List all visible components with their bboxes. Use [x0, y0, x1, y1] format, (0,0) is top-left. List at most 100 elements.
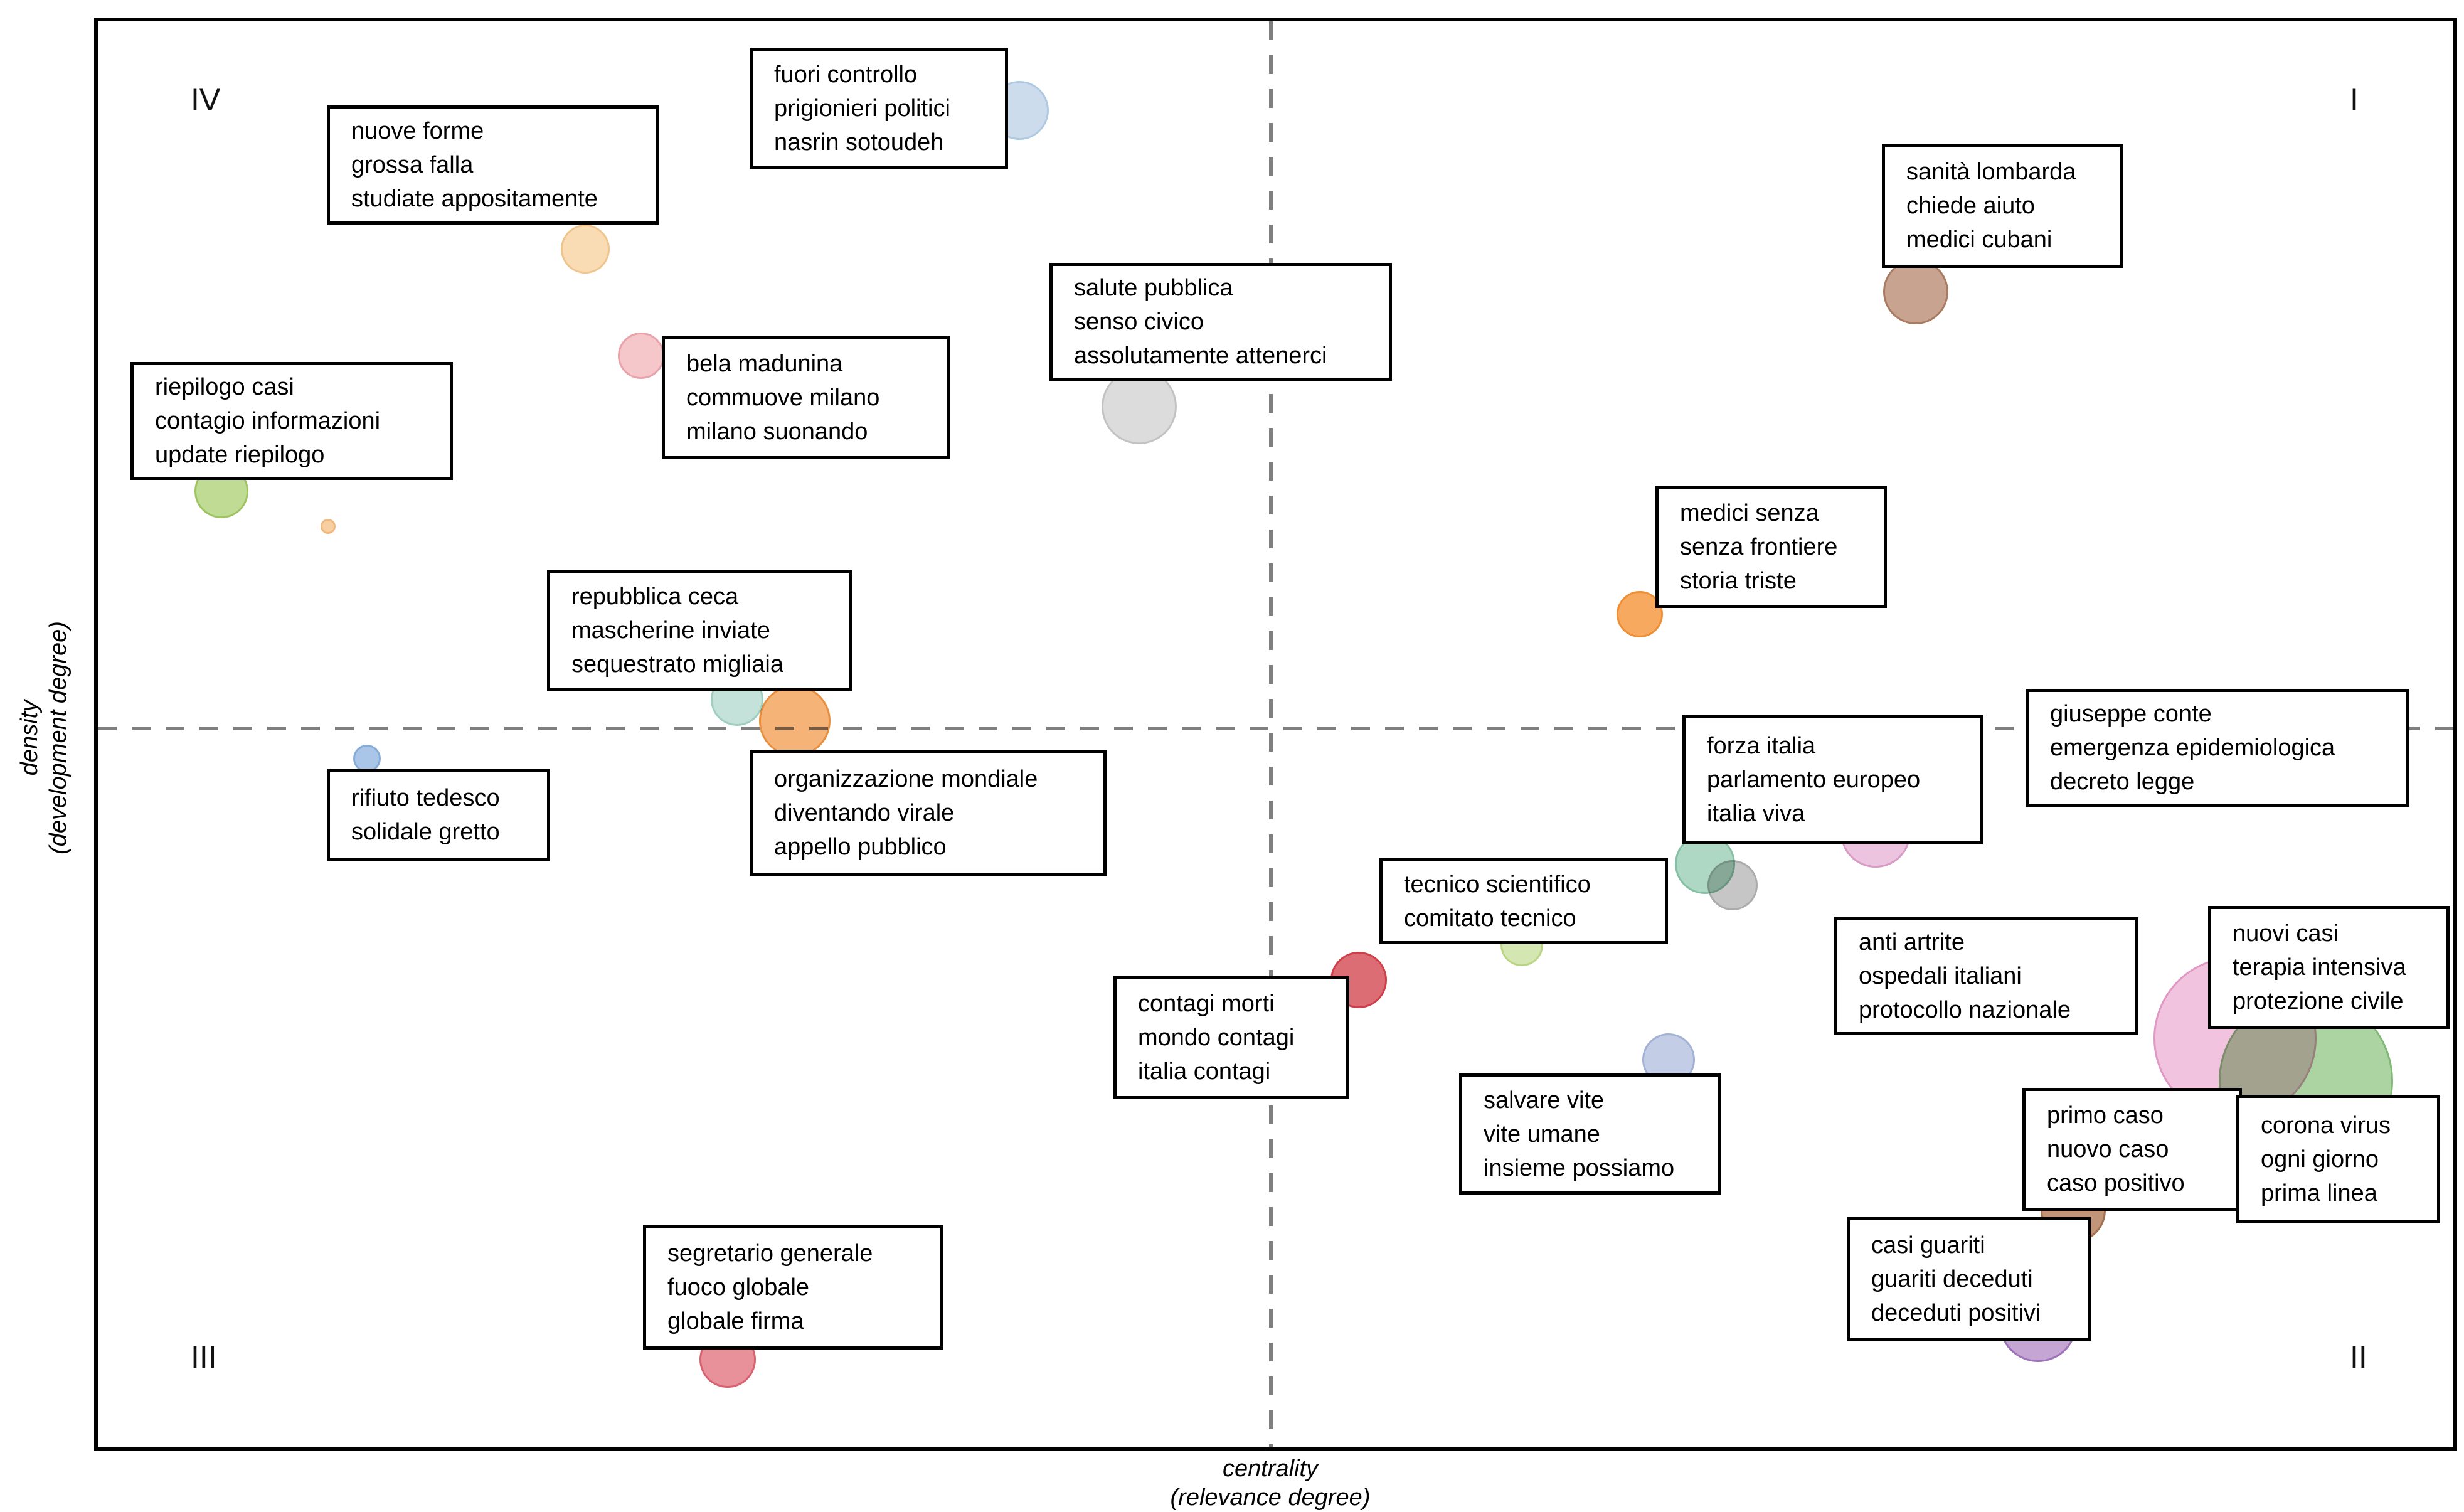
topic-keyword: anti artrite — [1859, 929, 1965, 956]
topic-keyword: contagi morti — [1138, 991, 1275, 1017]
topic-keyword: senza frontiere — [1680, 534, 1838, 560]
topic-keyword: studiate appositamente — [351, 186, 598, 212]
x-axis-label-line1: centrality — [1222, 1456, 1319, 1482]
label-layer: nuove forme grossa falla studiate apposita… — [98, 21, 2453, 1447]
topic-keyword: vite umane — [1484, 1121, 1600, 1147]
y-axis-label-line1: density — [16, 700, 43, 776]
quadrant-label-iv: IV — [191, 82, 221, 117]
small-bubble-0 — [321, 519, 336, 534]
topic-label-box-tecnico-scientifico: tecnico scientifico comitato tecnico — [1379, 858, 1668, 944]
quadrant-label-iii: III — [191, 1339, 217, 1375]
topic-keyword: italia viva — [1707, 800, 1805, 827]
topic-keyword: prima linea — [2261, 1179, 2377, 1206]
topic-label-box-bela-madunina: bela madunina commuove milano milano suona… — [662, 336, 950, 459]
y-axis-label-line2: (development degree) — [45, 621, 72, 854]
topic-bubble-organizzazione-mondiale — [759, 685, 831, 757]
topic-label-box-medici-senza: medici senza senza frontiere storia triste — [1655, 486, 1887, 608]
topic-keyword: medici cubani — [1906, 226, 2052, 253]
topic-label-box-forza-italia: forza italia parlamento europeo italia viv… — [1682, 715, 1983, 844]
x-axis-label: centrality (relevance degree) — [1019, 1454, 1521, 1512]
topic-label-box-fuori-controllo: fuori controllo prigionieri politici nasri… — [750, 48, 1008, 169]
topic-keyword: mondo contagi — [1138, 1025, 1295, 1051]
topic-label-box-nuovi-casi: nuovi casi terapia intensiva protezione ci… — [2208, 906, 2450, 1029]
topic-keyword: solidale gretto — [351, 819, 500, 845]
topic-keyword: nasrin sotoudeh — [774, 129, 944, 156]
topic-keyword: ogni giorno — [2261, 1146, 2379, 1173]
quadrant-label-ii: II — [2350, 1339, 2367, 1375]
topic-keyword: nuove forme — [351, 118, 484, 144]
topic-keyword: deceduti positivi — [1871, 1300, 2041, 1326]
plot-area: nuove forme grossa falla studiate apposita… — [94, 18, 2457, 1451]
topic-label-box-segretario-generale: segretario generale fuoco globale globale … — [643, 1225, 943, 1350]
topic-keyword: terapia intensiva — [2233, 954, 2406, 981]
topic-keyword: chiede aiuto — [1906, 193, 2035, 219]
topic-keyword: bela madunina — [686, 351, 843, 377]
topic-keyword: casi guariti — [1871, 1232, 1985, 1259]
topic-keyword: rifiuto tedesco — [351, 785, 500, 811]
topic-bubble-forza-italia-secondary — [1707, 860, 1758, 910]
topic-keyword: guariti deceduti — [1871, 1266, 2033, 1292]
topic-keyword: sequestrato migliaia — [571, 651, 783, 678]
topic-label-box-organizzazione-mondiale: organizzazione mondiale diventando virale… — [750, 750, 1107, 876]
x-axis-label-line2: (relevance degree) — [1170, 1484, 1371, 1511]
topic-keyword: assolutamente attenerci — [1074, 343, 1327, 369]
topic-keyword: caso positivo — [2047, 1170, 2185, 1196]
topic-keyword: diventando virale — [774, 799, 955, 826]
topic-keyword: nuovi casi — [2233, 920, 2339, 947]
topic-keyword: organizzazione mondiale — [774, 765, 1038, 792]
topic-bubble-medici-senza — [1617, 591, 1663, 637]
topic-keyword: protezione civile — [2233, 988, 2404, 1014]
topic-keyword: tecnico scientifico — [1404, 871, 1591, 898]
topic-keyword: commuove milano — [686, 385, 880, 411]
topic-keyword: prigionieri politici — [774, 95, 950, 122]
topic-keyword: milano suonando — [686, 418, 868, 445]
topic-keyword: primo caso — [2047, 1102, 2164, 1129]
topic-keyword: insieme possiamo — [1484, 1154, 1675, 1181]
topic-keyword: italia contagi — [1138, 1058, 1271, 1085]
topic-keyword: mascherine inviate — [571, 617, 770, 644]
topic-keyword: protocollo nazionale — [1859, 997, 2071, 1023]
topic-keyword: update riepilogo — [155, 442, 325, 468]
topic-bubble-bela-madunina — [618, 333, 664, 379]
horizontal-median-dashed-line — [98, 727, 2453, 730]
topic-keyword: riepilogo casi — [155, 374, 294, 400]
topic-keyword: nuovo caso — [2047, 1136, 2169, 1163]
topic-keyword: parlamento europeo — [1707, 766, 1921, 793]
topic-keyword: giuseppe conte — [2050, 701, 2212, 727]
quadrant-label-i: I — [2350, 82, 2359, 117]
topic-label-box-corona-virus: corona virus ogni giorno prima linea — [2236, 1095, 2440, 1223]
topic-keyword: repubblica ceca — [571, 583, 739, 610]
topic-keyword: forza italia — [1707, 732, 1816, 759]
topic-keyword: salute pubblica — [1074, 275, 1233, 301]
topic-label-box-giuseppe-conte: giuseppe conte emergenza epidemiologica de… — [2026, 689, 2409, 807]
vertical-median-dashed-line — [1269, 21, 1273, 1447]
topic-keyword: ospedali italiani — [1859, 963, 2022, 989]
topic-keyword: salvare vite — [1484, 1087, 1605, 1114]
topic-label-box-repubblica-ceca: repubblica ceca mascherine inviate sequest… — [547, 570, 852, 691]
topic-label-box-rifiuto-tedesco: rifiuto tedesco solidale gretto — [327, 769, 550, 861]
topic-keyword: sanità lombarda — [1906, 159, 2076, 185]
topic-keyword: fuoco globale — [667, 1274, 810, 1301]
topic-label-box-riepilogo-casi: riepilogo casi contagio informazioni updat… — [130, 362, 453, 480]
topic-keyword: storia triste — [1680, 568, 1797, 594]
topic-keyword: decreto legge — [2050, 769, 2195, 795]
topic-label-box-nuove-forme: nuove forme grossa falla studiate apposita… — [327, 105, 659, 225]
topic-keyword: appello pubblico — [774, 833, 947, 860]
topic-keyword: grossa falla — [351, 152, 474, 178]
topic-keyword: medici senza — [1680, 500, 1819, 526]
topic-keyword: segretario generale — [667, 1240, 873, 1267]
topic-label-box-primo-caso: primo caso nuovo caso caso positivo — [2022, 1088, 2242, 1211]
topic-keyword: corona virus — [2261, 1112, 2391, 1139]
topic-keyword: emergenza epidemiologica — [2050, 735, 2335, 761]
topic-label-box-casi-guariti: casi guariti guariti deceduti deceduti pos… — [1847, 1217, 2091, 1341]
topic-label-box-contagi-morti: contagi morti mondo contagi italia contagi — [1113, 976, 1349, 1099]
topic-keyword: globale firma — [667, 1308, 804, 1334]
topic-bubble-nuove-forme — [561, 225, 610, 274]
topic-label-box-anti-artrite: anti artrite ospedali italiani protocollo … — [1834, 917, 2138, 1035]
topic-keyword: contagio informazioni — [155, 408, 381, 434]
y-axis-label: density (development degree) — [15, 487, 73, 989]
topic-keyword: fuori controllo — [774, 61, 918, 88]
topic-label-box-sanita-lombarda: sanità lombarda chiede aiuto medici cubani — [1882, 144, 2123, 268]
topic-keyword: comitato tecnico — [1404, 905, 1576, 932]
